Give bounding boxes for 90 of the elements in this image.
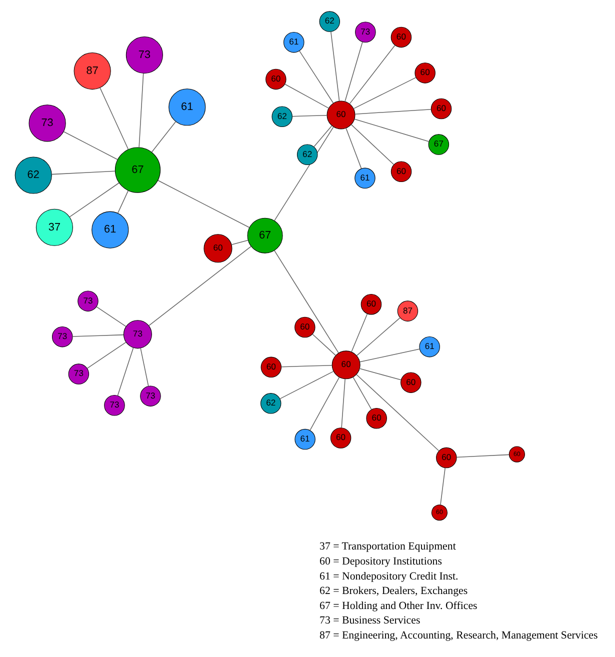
connector [358,348,420,362]
connector [148,246,252,326]
node-circle: 60 [203,234,232,263]
label: 37 = Transportation Equipment [319,540,456,553]
node-circle: 60 [436,447,456,468]
connector [230,240,248,246]
node-circle: 37 [35,208,72,246]
connector [345,128,362,169]
node-circle: 62 [271,106,292,127]
connector [350,124,394,166]
connector [291,114,327,117]
connector [440,467,446,506]
node-circle: 60 [331,350,360,380]
node-circle: 61 [418,336,440,358]
connector [116,347,134,396]
node-circle: 61 [283,32,304,53]
node-circle: 87 [73,52,110,90]
connector [157,180,250,228]
node-circle: 67 [114,147,160,193]
node-circle: 61 [168,88,206,126]
connector [96,306,126,327]
connector [99,88,128,150]
connector [279,371,334,400]
node-circle: 60 [326,100,355,130]
node-circle: 73 [125,36,162,74]
connector [354,108,432,114]
node-circle: 87 [396,300,418,322]
connector [140,348,148,386]
label: 73 = Business Services [319,614,420,627]
connector [86,342,126,369]
node-circle: 60 [330,428,351,448]
node-circle: 60 [360,294,382,315]
connector [273,250,338,354]
connector [298,50,334,104]
node-circle: 73 [354,22,376,42]
connector [72,334,124,337]
connector [354,118,429,142]
label: 60 = Depository Institutions [319,555,442,568]
connector [352,77,416,109]
node-circle: 67 [246,218,282,254]
node-circle: 73 [52,326,72,348]
connector [138,73,144,148]
node-circle: 60 [430,98,452,120]
label: 62 = Brokers, Dealers, Exchanges [319,585,468,598]
node-circle: 73 [77,290,98,312]
connector [356,318,400,356]
connector [330,31,340,102]
node-circle: 62 [14,156,52,194]
node-circle: 73 [68,364,89,384]
node-circle: 60 [390,26,412,48]
node-circle: 60 [400,372,421,393]
connector [350,314,368,352]
node-circle: 60 [265,68,286,90]
label: 61 = Nondepository Credit Inst. [319,570,458,582]
connector [358,368,401,380]
connector [284,84,328,108]
connector [340,378,345,428]
connector [456,454,509,458]
node-circle: 62 [296,144,318,165]
node-circle: 62 [318,11,340,32]
label: 67 = Holding and Other Inv. Offices [319,600,477,612]
connector [313,125,332,148]
connector [150,121,176,153]
connector [62,131,118,160]
node-circle: 60 [294,316,315,338]
node-circle: 73 [104,395,124,416]
connector [352,376,372,410]
connector [117,190,128,214]
connector [312,334,336,356]
connector [309,376,340,431]
node-circle: 61 [91,211,128,248]
label: 87 = Engineering, Accounting, Research, Management Services [319,629,598,642]
node-circle: 60 [390,161,412,182]
node-circle: 60 [366,408,386,429]
connector [356,374,439,452]
node-circle: 67 [428,134,449,155]
connector [280,364,332,368]
connector [50,170,115,175]
node-circle: 73 [28,104,66,142]
connector [274,126,334,221]
node-circle: 62 [260,393,281,414]
node-circle: 61 [294,428,315,450]
node-circle: 73 [122,320,152,349]
connector [344,42,362,102]
node-circle: 73 [140,386,160,406]
node-circle: 60 [260,356,282,378]
connector [348,44,395,104]
connector [68,182,119,218]
node-circle: 60 [414,62,435,84]
node-circle: 61 [354,168,375,189]
